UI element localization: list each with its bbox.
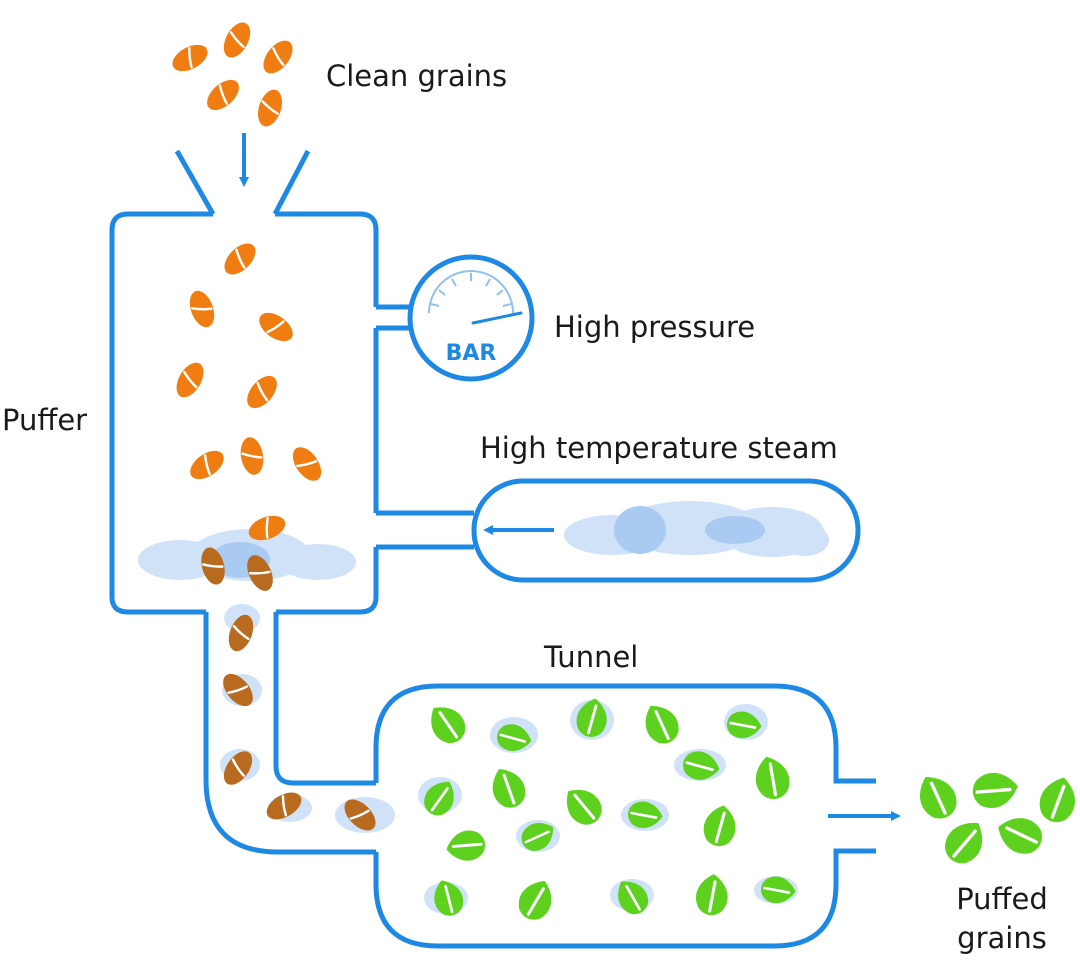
output-puffed-grains-group [908,766,1080,872]
grain-icon [200,72,246,118]
puffed-grains-label-line2: grains [957,921,1047,955]
puffed-grain-icon [968,767,1023,813]
puffed-grain-icon [692,871,732,919]
puffed-grain-icon [1033,771,1080,828]
clean-grains-group [166,16,300,131]
steam-generator [376,478,861,583]
pressure-gauge-icon: BAR [376,254,535,382]
puffed-grain-icon [555,778,610,833]
outlet-pipe [203,612,376,855]
puffed-grain-icon [990,808,1049,861]
grain-icon [217,16,257,64]
tunnel [373,683,876,949]
grain-icon [252,305,300,349]
puffed-grain-icon [699,801,741,851]
falling-grains-group [169,236,329,547]
puffed-grain-icon [483,760,533,815]
grain-icon [240,369,284,415]
puffed-grain-icon [419,696,474,752]
grain-icon [183,443,231,487]
puffed-grain-icon [511,872,561,927]
puffer-vessel [109,149,379,615]
puffed-grain-icon [908,766,965,827]
tunnel-label: Tunnel [543,640,638,674]
gauge-unit-label: BAR [446,341,497,366]
grain-icon [256,34,300,80]
grain-icon [252,85,288,131]
puffed-grain-icon [635,696,687,751]
high-temperature-steam-label: High temperature steam [480,431,838,465]
grain-icon [285,440,329,488]
puffed-grains-label-line1: Puffed [956,882,1048,916]
puffed-grain-icon [748,750,796,805]
grain-icon [236,434,268,478]
grain-icon [169,356,211,404]
grain-icon [217,236,263,282]
high-pressure-label: High pressure [554,310,755,344]
puffed-grain-icon [936,811,995,872]
grain-icon [183,286,221,332]
puffed-grain-icon [442,826,489,866]
grain-icon [166,38,214,78]
puffer-label: Puffer [2,403,87,437]
clean-grains-label: Clean grains [326,59,507,93]
